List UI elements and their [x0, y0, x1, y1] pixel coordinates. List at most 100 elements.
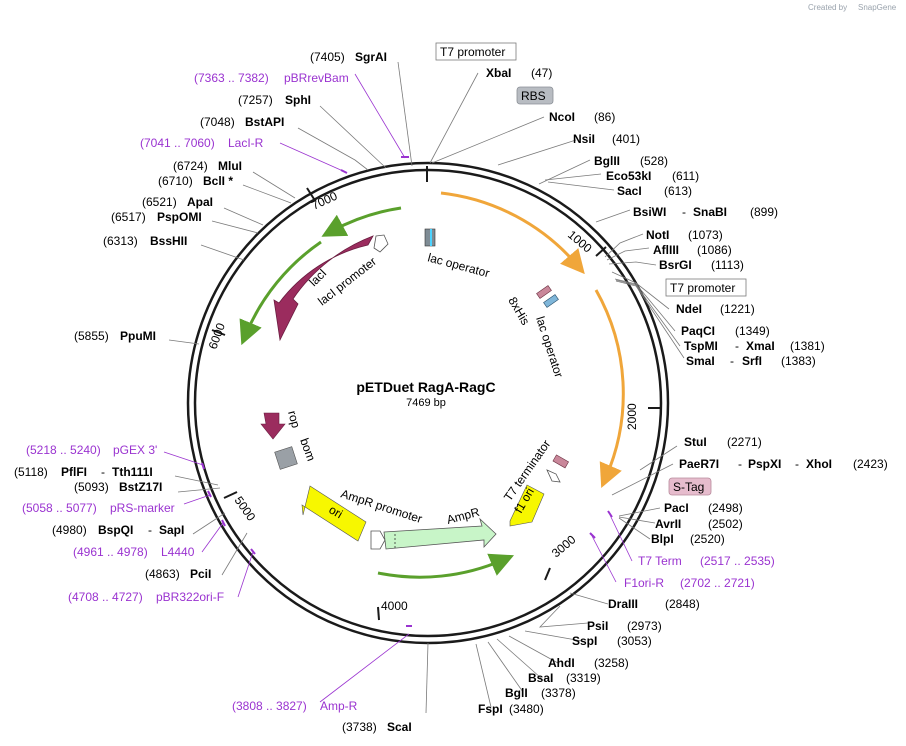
lac-operator-accent: [430, 229, 432, 246]
site-position: (6517): [111, 210, 146, 224]
site-name: NdeI: [676, 302, 702, 316]
site-name-2: SnaBI: [693, 205, 727, 219]
site-position: (4863): [145, 567, 180, 581]
site-name: MluI: [218, 159, 242, 173]
s-tag-label: S-Tag: [673, 480, 704, 494]
orf-arc-2: [594, 289, 625, 489]
ori-label: ori: [327, 502, 346, 521]
site-name: SspI: [572, 634, 597, 648]
site-name: PpuMI: [120, 329, 156, 343]
site-separator: -: [795, 457, 799, 471]
site-position: (1221): [720, 302, 755, 316]
site-name: TspMI: [684, 339, 718, 353]
laci-promoter-arc: [239, 240, 322, 346]
site-position: (1383): [781, 354, 816, 368]
site-position: (613): [664, 184, 692, 198]
primer-name: T7 Term: [638, 554, 682, 568]
site-position: (3480): [509, 702, 544, 716]
site-position: (2271): [727, 435, 762, 449]
site-name: ScaI: [387, 720, 412, 734]
primer-name: pBRrevBam: [284, 71, 349, 85]
site-name: StuI: [684, 435, 707, 449]
site-name: BlpI: [651, 532, 674, 546]
ori-arrow: [301, 485, 367, 542]
site-position: (2848): [665, 597, 700, 611]
laci-label: lacI: [306, 266, 329, 289]
f1-ori-arrow: [509, 484, 545, 527]
site-position: (6521): [142, 195, 177, 209]
site-position: (528): [640, 154, 668, 168]
site-name: BclI *: [203, 174, 233, 188]
site-position: (2973): [627, 619, 662, 633]
site-position: (3258): [594, 656, 629, 670]
watermark-prefix: Created by: [808, 3, 847, 12]
site-separator: -: [738, 457, 742, 471]
site-name: XbaI: [486, 66, 511, 80]
ampr-arrow: [383, 517, 497, 550]
site-separator: -: [682, 205, 686, 219]
site-position: (6313): [103, 234, 138, 248]
site-name: BssHII: [150, 234, 187, 248]
site-position: (86): [594, 110, 615, 124]
s-tag-box: [668, 477, 712, 496]
site-position: (3378): [541, 686, 576, 700]
site-position: (7405): [310, 50, 345, 64]
site-name: AflIII: [653, 243, 679, 257]
tick-label: 3000: [549, 532, 579, 560]
site-name: SmaI: [686, 354, 715, 368]
rop-arrow: [260, 412, 286, 440]
site-name: BstZ17I: [119, 480, 162, 494]
site-name: PaeR7I: [679, 457, 719, 471]
site-position: (611): [672, 169, 699, 183]
primer-range: (2702 .. 2721): [680, 576, 755, 590]
backbone-ticks: [211, 166, 662, 621]
primer-range: (4708 .. 4727): [68, 590, 143, 604]
ampr-promoter-feature: [370, 530, 386, 550]
site-name: NsiI: [573, 132, 595, 146]
his-tag-feature: [536, 285, 552, 299]
site-name: NotI: [646, 228, 669, 242]
site-name: AvrII: [655, 517, 681, 531]
site-position: (899): [750, 205, 778, 219]
primer-range: (4961 .. 4978): [73, 545, 148, 559]
laci-promoter-feature: [373, 234, 389, 253]
primer-range: (3808 .. 3827): [232, 699, 307, 713]
t7-promoter-box: [435, 42, 517, 61]
tick-label: 5000: [232, 494, 259, 524]
ampr-orf-arc: [377, 553, 515, 579]
primer-leader-lines: [163, 73, 633, 703]
t7-terminator-feature: [552, 454, 569, 469]
site-position: (2502): [708, 517, 743, 531]
site-name: SphI: [285, 93, 311, 107]
site-name: FspI: [478, 702, 503, 716]
site-position: (2498): [708, 501, 743, 515]
site-name: BstAPI: [245, 115, 284, 129]
site-position: (6710): [158, 174, 193, 188]
site-position: (3319): [566, 671, 601, 685]
lac-operator-2-feature: [543, 294, 559, 308]
site-name: SgrAI: [355, 50, 387, 64]
site-position: (401): [612, 132, 640, 146]
t7-terminator-promoter-mark: [546, 469, 561, 483]
primer-name: F1ori-R: [624, 576, 664, 590]
site-name: PciI: [190, 567, 211, 581]
site-name-2: Tth111I: [112, 465, 153, 479]
bom-feature: [274, 446, 298, 470]
primer-name: pBR322ori-F: [156, 590, 224, 604]
primer-name: Amp-R: [320, 699, 358, 713]
site-labels: (7405) SgrAI (7257) SphI (7048) BstAPI (…: [14, 50, 888, 734]
site-name: SacI: [617, 184, 642, 198]
primer-name: pRS-marker: [110, 501, 175, 515]
site-name: NcoI: [549, 110, 575, 124]
site-position: (5855): [74, 329, 109, 343]
site-position: (3053): [617, 634, 652, 648]
site-name: Eco53kI: [606, 169, 651, 183]
site-position: (1073): [688, 228, 723, 242]
site-position: (1381): [790, 339, 825, 353]
orf-arc-1: [440, 191, 585, 275]
primer-labels: (7363 .. 7382) pBRrevBam (7041 .. 7060) …: [22, 71, 775, 713]
laci-orf-arc: [321, 206, 402, 237]
site-name: BglI: [505, 686, 528, 700]
site-position: (7048): [200, 115, 235, 129]
